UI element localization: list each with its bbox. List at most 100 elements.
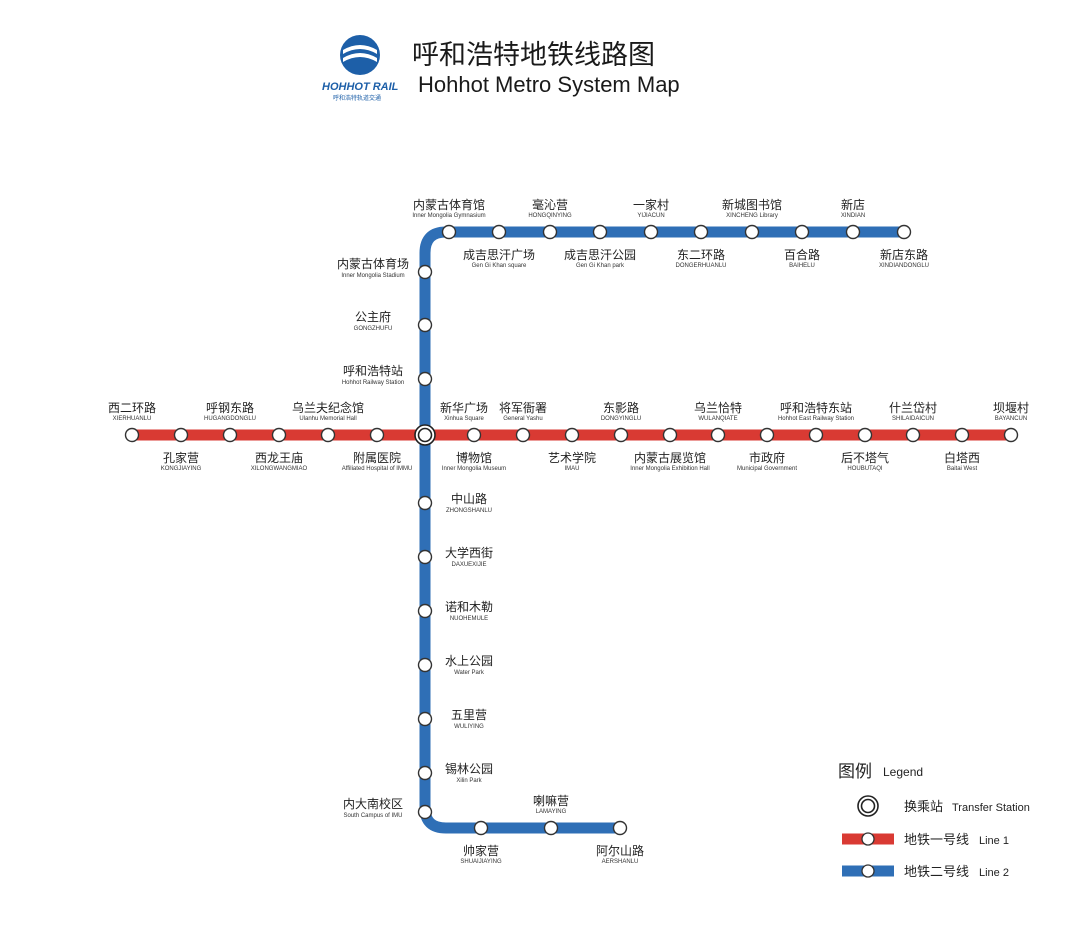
station-dot[interactable] <box>515 427 531 443</box>
station-dot[interactable] <box>643 224 659 240</box>
legend-line2-icon <box>842 864 894 878</box>
station-dot[interactable] <box>564 427 580 443</box>
station-dot[interactable] <box>845 224 861 240</box>
station-dot[interactable] <box>808 427 824 443</box>
station-name-cn: 锡林公园 <box>445 761 493 776</box>
station-dot[interactable] <box>369 427 385 443</box>
station-name-en: BAYANCUN <box>995 416 1027 422</box>
station-dot[interactable] <box>693 224 709 240</box>
station-dot[interactable] <box>1003 427 1019 443</box>
station-name-cn: 内蒙古体育馆 <box>413 197 485 212</box>
station-dot[interactable] <box>173 427 189 443</box>
station-dot[interactable] <box>491 224 507 240</box>
station-dot[interactable] <box>417 765 433 781</box>
station-dot[interactable] <box>744 224 760 240</box>
station-name-en: Affiliated Hospital of IMMU <box>342 466 413 472</box>
station-name-en: ZHONGSHANLU <box>446 508 492 514</box>
station-dot[interactable] <box>417 317 433 333</box>
station-name-en: HOUBUTAQI <box>847 466 883 472</box>
station-dot[interactable] <box>905 427 921 443</box>
station-dot[interactable] <box>759 427 775 443</box>
station-name-cn: 什兰岱村 <box>889 401 937 415</box>
station-dot[interactable] <box>542 224 558 240</box>
station-dot[interactable] <box>794 224 810 240</box>
station-dot[interactable] <box>417 264 433 280</box>
station-dot[interactable] <box>417 804 433 820</box>
station-dot[interactable] <box>857 427 873 443</box>
station-dot[interactable] <box>612 820 628 836</box>
station-dot[interactable] <box>417 495 433 511</box>
station-dot[interactable] <box>222 427 238 443</box>
line2-route <box>419 226 904 834</box>
station-dot[interactable] <box>592 224 608 240</box>
station-dot[interactable] <box>417 657 433 673</box>
station-dot[interactable] <box>710 427 726 443</box>
station-dot[interactable] <box>417 711 433 727</box>
station-dot[interactable] <box>543 820 559 836</box>
station-dot[interactable] <box>613 427 629 443</box>
station-name-en: Xinhua Square <box>444 416 484 422</box>
station-name-en: Inner Mongolia Stadium <box>341 273 404 279</box>
station-dot[interactable] <box>417 549 433 565</box>
station-name-cn: 内蒙古体育场 <box>337 256 409 271</box>
station-dot[interactable] <box>954 427 970 443</box>
station-dot[interactable] <box>896 224 912 240</box>
line2-station-10[interactable]: 内蒙古体育场 Inner Mongolia Stadium <box>337 256 433 280</box>
station-dot[interactable] <box>441 224 457 240</box>
station-name-en: NUOHEMULE <box>450 616 488 622</box>
station-dot[interactable] <box>124 427 140 443</box>
legend-transfer-cn: 换乘站 <box>904 800 943 815</box>
station-dot[interactable] <box>417 371 433 387</box>
station-dot[interactable] <box>466 427 482 443</box>
station-dot[interactable] <box>320 427 336 443</box>
transfer-station-marker[interactable] <box>414 424 436 446</box>
station-dot[interactable] <box>473 820 489 836</box>
legend-line2-en: Line 2 <box>979 867 1009 879</box>
station-dot[interactable] <box>662 427 678 443</box>
station-dot[interactable] <box>417 603 433 619</box>
station-name-en: DONGYINGLU <box>601 416 641 422</box>
station-dot[interactable] <box>271 427 287 443</box>
